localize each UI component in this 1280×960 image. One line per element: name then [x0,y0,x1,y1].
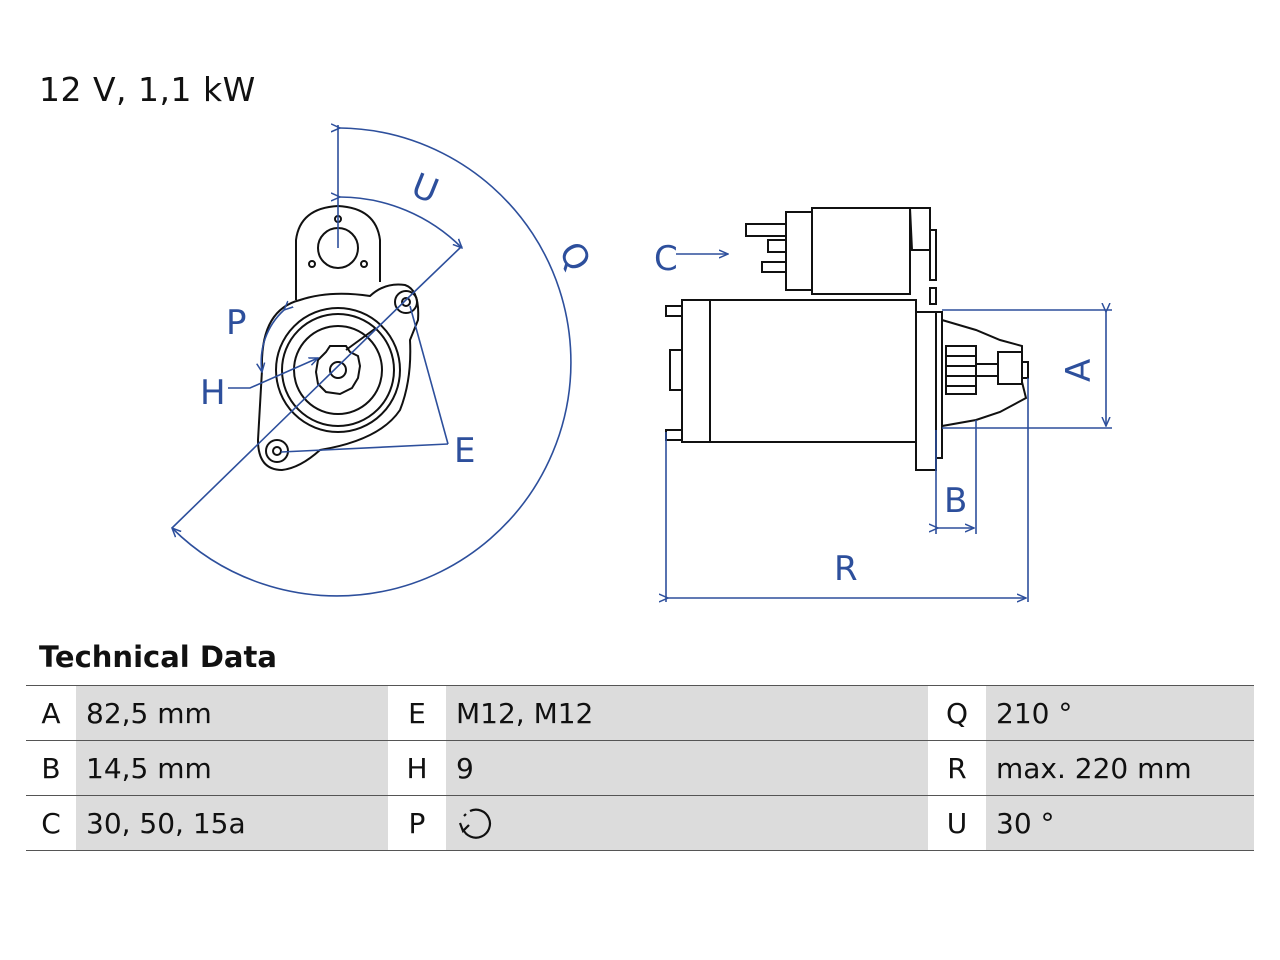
label-P: P [226,303,247,343]
label-R: R [834,549,858,589]
bolt-hole-upper-right [394,290,418,314]
front-view-dimensions: U Q P H E [172,125,598,597]
table-key: E [388,685,446,741]
label-Q: Q [550,235,598,278]
table-value: max. 220 mm [986,740,1254,796]
pinion [329,361,347,379]
starter-motor-drawing: U Q P H E C [0,0,1112,640]
table-value: 9 [446,740,928,796]
table-value: 210 ° [986,685,1254,741]
table-key: A [26,685,76,741]
label-H: H [200,373,226,413]
table-key: Q [928,685,986,741]
table-key: U [928,795,986,851]
table-key: P [388,795,446,851]
table-row: A 82,5 mm E M12, M12 Q 210 ° [26,685,1254,741]
label-U: U [406,166,444,212]
side-view [665,207,1029,471]
table-key: H [388,740,446,796]
technical-data-heading: Technical Data [39,640,277,674]
table-row: C 30, 50, 15a P U 30 ° [26,795,1254,851]
table-key: R [928,740,986,796]
table-value: 82,5 mm [76,685,388,741]
rotation-direction-icon [458,808,492,839]
side-view-dimensions: C A B R [654,239,1112,602]
label-B: B [944,481,967,521]
label-A: A [1059,359,1099,382]
table-value: 30 ° [986,795,1254,851]
table-row: B 14,5 mm H 9 R max. 220 mm [26,740,1254,796]
spec-title: 12 V, 1,1 kW [39,70,256,109]
bolt-hole-lower-left [265,439,289,463]
table-key: C [26,795,76,851]
table-value: 14,5 mm [76,740,388,796]
table-value [446,795,928,851]
label-E: E [454,431,475,471]
label-C: C [654,239,678,279]
table-key: B [26,740,76,796]
technical-data-table: A 82,5 mm E M12, M12 Q 210 ° B 14,5 mm H… [26,685,1254,851]
table-value: 30, 50, 15a [76,795,388,851]
table-value: M12, M12 [446,685,928,741]
